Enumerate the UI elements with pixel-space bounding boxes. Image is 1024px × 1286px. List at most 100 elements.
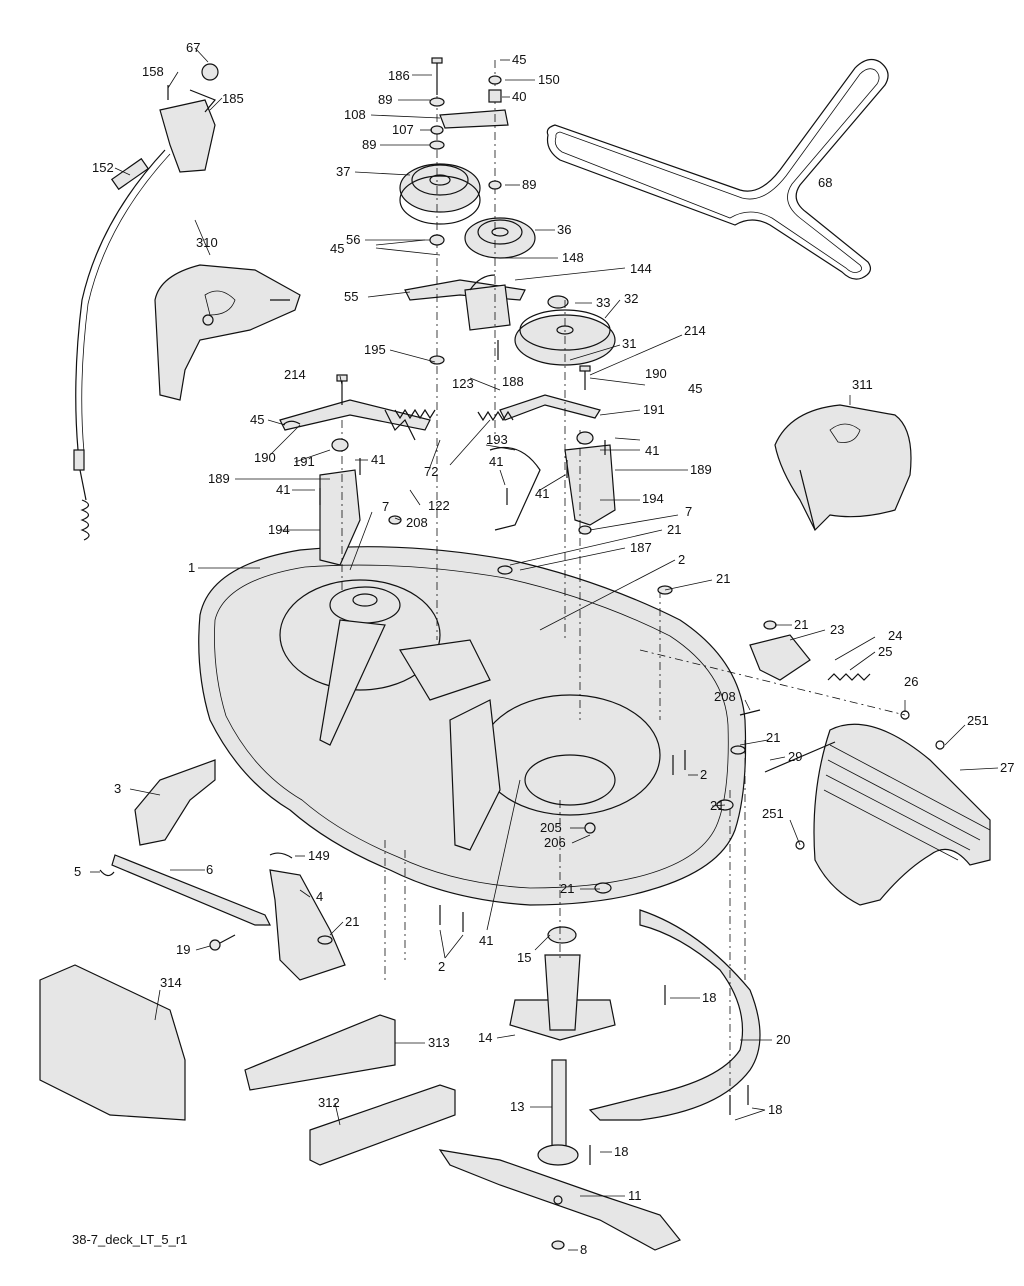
- label-24: 24: [888, 628, 902, 643]
- label-25: 25: [878, 644, 892, 659]
- label-314: 314: [160, 975, 182, 990]
- label-310: 310: [196, 235, 218, 250]
- hardware: [99, 57, 945, 1250]
- bracket-23: [749, 634, 811, 681]
- label-7-b: 7: [685, 504, 692, 519]
- label-152: 152: [92, 160, 114, 175]
- cable-152-assembly: [73, 63, 219, 541]
- label-150: 150: [538, 72, 560, 87]
- label-18-a: 18: [702, 990, 716, 1005]
- assembly-lines: [341, 60, 906, 1100]
- label-32: 32: [624, 291, 638, 306]
- label-195: 195: [364, 342, 386, 357]
- label-89-a: 89: [378, 92, 392, 107]
- label-89-b: 89: [362, 137, 376, 152]
- label-21-c: 21: [794, 617, 808, 632]
- label-208-a: 208: [406, 515, 428, 530]
- label-21-d: 21: [766, 730, 780, 745]
- part-number-labels: 1 67 158 185 152 186 89 108 107 89 37 56…: [74, 40, 1014, 1257]
- label-41-f: 41: [479, 933, 493, 948]
- belt-cover-311: [774, 404, 912, 532]
- baffle-312: [309, 1084, 456, 1166]
- label-144: 144: [630, 261, 652, 276]
- label-122: 122: [428, 498, 450, 513]
- link-6: [111, 854, 271, 926]
- label-33: 33: [596, 295, 610, 310]
- baffle-313: [244, 1014, 396, 1091]
- label-191-a: 191: [643, 402, 665, 417]
- label-45-c: 45: [688, 381, 702, 396]
- label-41-b: 41: [371, 452, 385, 467]
- label-311: 311: [852, 377, 873, 392]
- label-313: 313: [428, 1035, 450, 1050]
- label-205: 205: [540, 820, 562, 835]
- label-185: 185: [222, 91, 244, 106]
- label-148: 148: [562, 250, 584, 265]
- label-15: 15: [517, 950, 531, 965]
- label-11: 11: [628, 1188, 642, 1203]
- label-89-c: 89: [522, 177, 536, 192]
- label-41-e: 41: [535, 486, 549, 501]
- label-36: 36: [557, 222, 571, 237]
- label-3: 3: [114, 781, 121, 796]
- label-107: 107: [392, 122, 414, 137]
- label-123: 123: [452, 376, 474, 391]
- label-21-f: 21: [560, 881, 574, 896]
- label-194-a: 194: [642, 491, 664, 506]
- label-21-b: 21: [716, 571, 730, 586]
- label-189-a: 189: [690, 462, 712, 477]
- label-41-a: 41: [645, 443, 659, 458]
- label-7-a: 7: [382, 499, 389, 514]
- spindle-14: [509, 926, 616, 1041]
- label-40: 40: [512, 89, 526, 104]
- label-55: 55: [344, 289, 358, 304]
- label-45-b: 45: [330, 241, 344, 256]
- deflector-314: [39, 964, 186, 1121]
- spring-25: [827, 673, 871, 681]
- discharge-chute-27: [813, 723, 991, 906]
- spring-72-right: [477, 410, 514, 422]
- label-149: 149: [308, 848, 330, 863]
- label-2-c: 2: [438, 959, 445, 974]
- label-2-a: 2: [678, 552, 685, 567]
- label-206: 206: [544, 835, 566, 850]
- spring-72-left: [394, 408, 436, 420]
- label-56: 56: [346, 232, 360, 247]
- label-31: 31: [622, 336, 636, 351]
- label-5: 5: [74, 864, 81, 879]
- label-23: 23: [830, 622, 844, 637]
- label-2-b: 2: [700, 767, 707, 782]
- label-214-b: 214: [284, 367, 306, 382]
- label-67: 67: [186, 40, 200, 55]
- bracket-left: [279, 399, 431, 566]
- label-190-a: 190: [645, 366, 667, 381]
- label-41-d: 41: [276, 482, 290, 497]
- shield-20: [588, 909, 761, 1121]
- label-187: 187: [630, 540, 652, 555]
- blade-11: [438, 1149, 681, 1251]
- label-189-b: 189: [208, 471, 230, 486]
- label-21-g: 21: [345, 914, 359, 929]
- label-19: 19: [176, 942, 190, 957]
- label-72: 72: [424, 464, 438, 479]
- label-186: 186: [388, 68, 410, 83]
- label-18-c: 18: [614, 1144, 628, 1159]
- label-194-b: 194: [268, 522, 290, 537]
- label-27: 27: [1000, 760, 1014, 775]
- label-251-b: 251: [762, 806, 784, 821]
- leader-lines: [90, 47, 999, 1251]
- pulley-36: [464, 217, 536, 259]
- label-108: 108: [344, 107, 366, 122]
- label-45-d: 45: [250, 412, 264, 427]
- label-8: 8: [580, 1242, 587, 1257]
- label-41-c: 41: [489, 454, 503, 469]
- label-191-b: 191: [293, 454, 315, 469]
- diagram-caption: 38-7_deck_LT_5_r1: [72, 1232, 188, 1247]
- label-158: 158: [142, 64, 164, 79]
- mower-deck-1: [198, 546, 747, 906]
- idler-arm-55: [404, 274, 526, 331]
- label-214-a: 214: [684, 323, 706, 338]
- label-312: 312: [318, 1095, 340, 1110]
- label-37: 37: [336, 164, 350, 179]
- label-29: 29: [788, 749, 802, 764]
